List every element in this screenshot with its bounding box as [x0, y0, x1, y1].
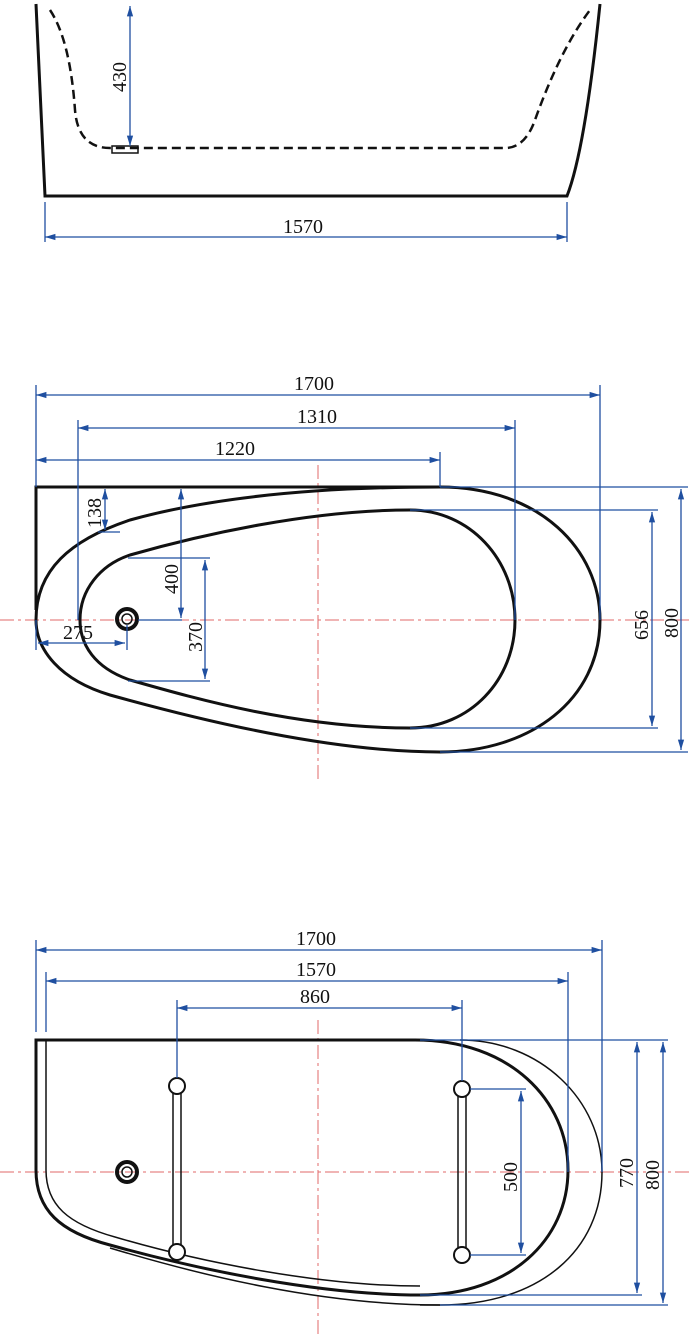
width-inner-label: 770 — [616, 1158, 638, 1188]
tub-inner-outline — [78, 508, 517, 730]
drain-inner — [121, 613, 133, 625]
handle-length-label: 500 — [500, 1162, 522, 1192]
overall-width-label: 800 — [642, 1160, 664, 1190]
tub-outer-outline — [34, 1038, 570, 1297]
inner-length-label: 1310 — [297, 406, 337, 428]
tub-rim-outline — [45, 1040, 421, 1287]
grab-bar-right — [453, 1080, 471, 1264]
drain-outlet — [111, 145, 139, 154]
drain-icon — [115, 1160, 139, 1184]
rim-offset-label: 138 — [84, 498, 106, 528]
bottom-view: 1700 1570 860 500 770 800 — [0, 928, 690, 1336]
length-label: 1570 — [283, 216, 323, 238]
grab-bar-left — [168, 1077, 186, 1261]
center-offset-label: 1220 — [215, 438, 255, 460]
depth-label: 430 — [109, 62, 131, 92]
top-view: 1700 1310 1220 138 400 370 275 656 800 — [0, 373, 690, 780]
drain-to-rim-label: 400 — [161, 564, 183, 594]
handle-spacing-label: 860 — [300, 986, 330, 1008]
tub-side-outline — [34, 3, 602, 198]
overall-width-label: 800 — [661, 608, 683, 638]
inner-width-label: 656 — [631, 610, 653, 640]
side-view: 430 1570 — [34, 3, 602, 242]
overall-length-label: 1700 — [296, 928, 336, 950]
inner-end-width-label: 370 — [185, 622, 207, 652]
tub-inner-dashed — [48, 9, 592, 150]
overall-length-label: 1700 — [294, 373, 334, 395]
length-label: 1570 — [296, 959, 336, 981]
drain-x-label: 275 — [63, 622, 93, 644]
